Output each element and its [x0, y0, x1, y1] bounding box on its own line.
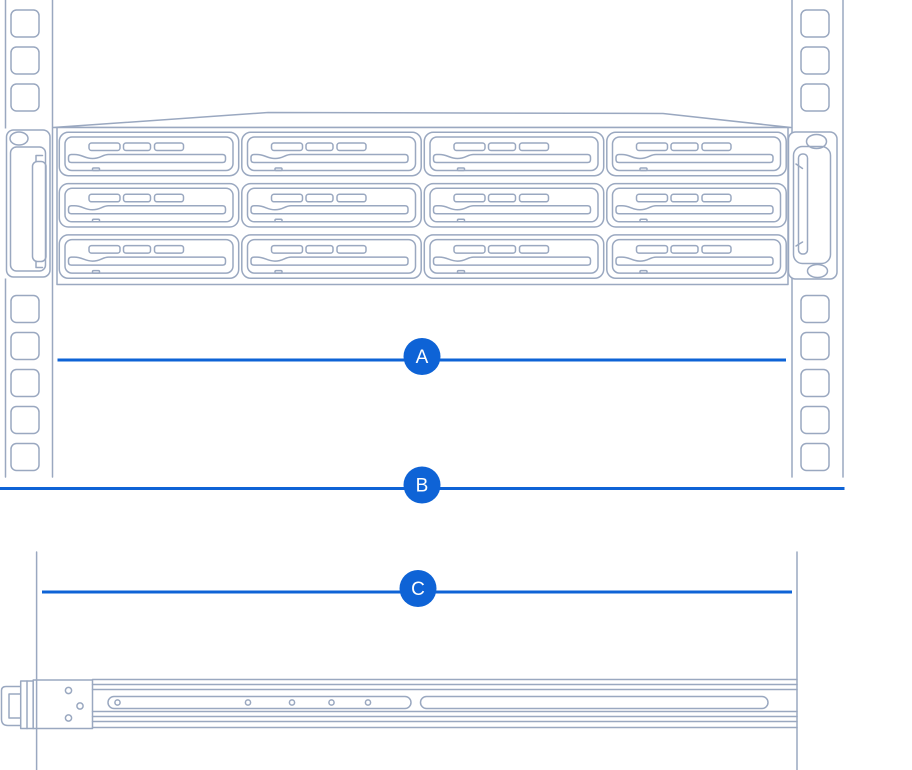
mounting-ear-left — [3, 128, 51, 279]
nas-chassis — [3, 111, 838, 286]
ear-handle-right — [792, 145, 832, 265]
rack-post-left — [4, 0, 54, 478]
ear-handle-left — [31, 160, 47, 263]
mounting-ear-right — [787, 131, 838, 280]
callout-b-label: B — [416, 476, 429, 497]
rail-body — [91, 678, 798, 729]
callout-c-label: C — [411, 579, 425, 600]
rail-slot-rear — [419, 695, 769, 710]
callout-a-label: A — [416, 347, 429, 368]
callout-c: C — [42, 570, 792, 607]
rail-mounting-plate — [32, 679, 94, 730]
chassis-top-panel — [52, 111, 792, 129]
rail-slot-front — [107, 695, 412, 710]
callout-b-badge — [403, 466, 441, 504]
rail-assembly — [0, 678, 798, 730]
rail-slot-holes — [114, 699, 372, 706]
callout-a: A — [57, 338, 786, 375]
thumbscrew — [9, 131, 29, 146]
callout-a-badge — [403, 338, 441, 375]
callout-c-badge — [399, 570, 437, 607]
screw-hole-top — [805, 133, 828, 150]
callout-b: B — [0, 466, 845, 504]
screw-hole-bottom — [806, 263, 829, 279]
rail-front-bracket — [0, 680, 34, 730]
